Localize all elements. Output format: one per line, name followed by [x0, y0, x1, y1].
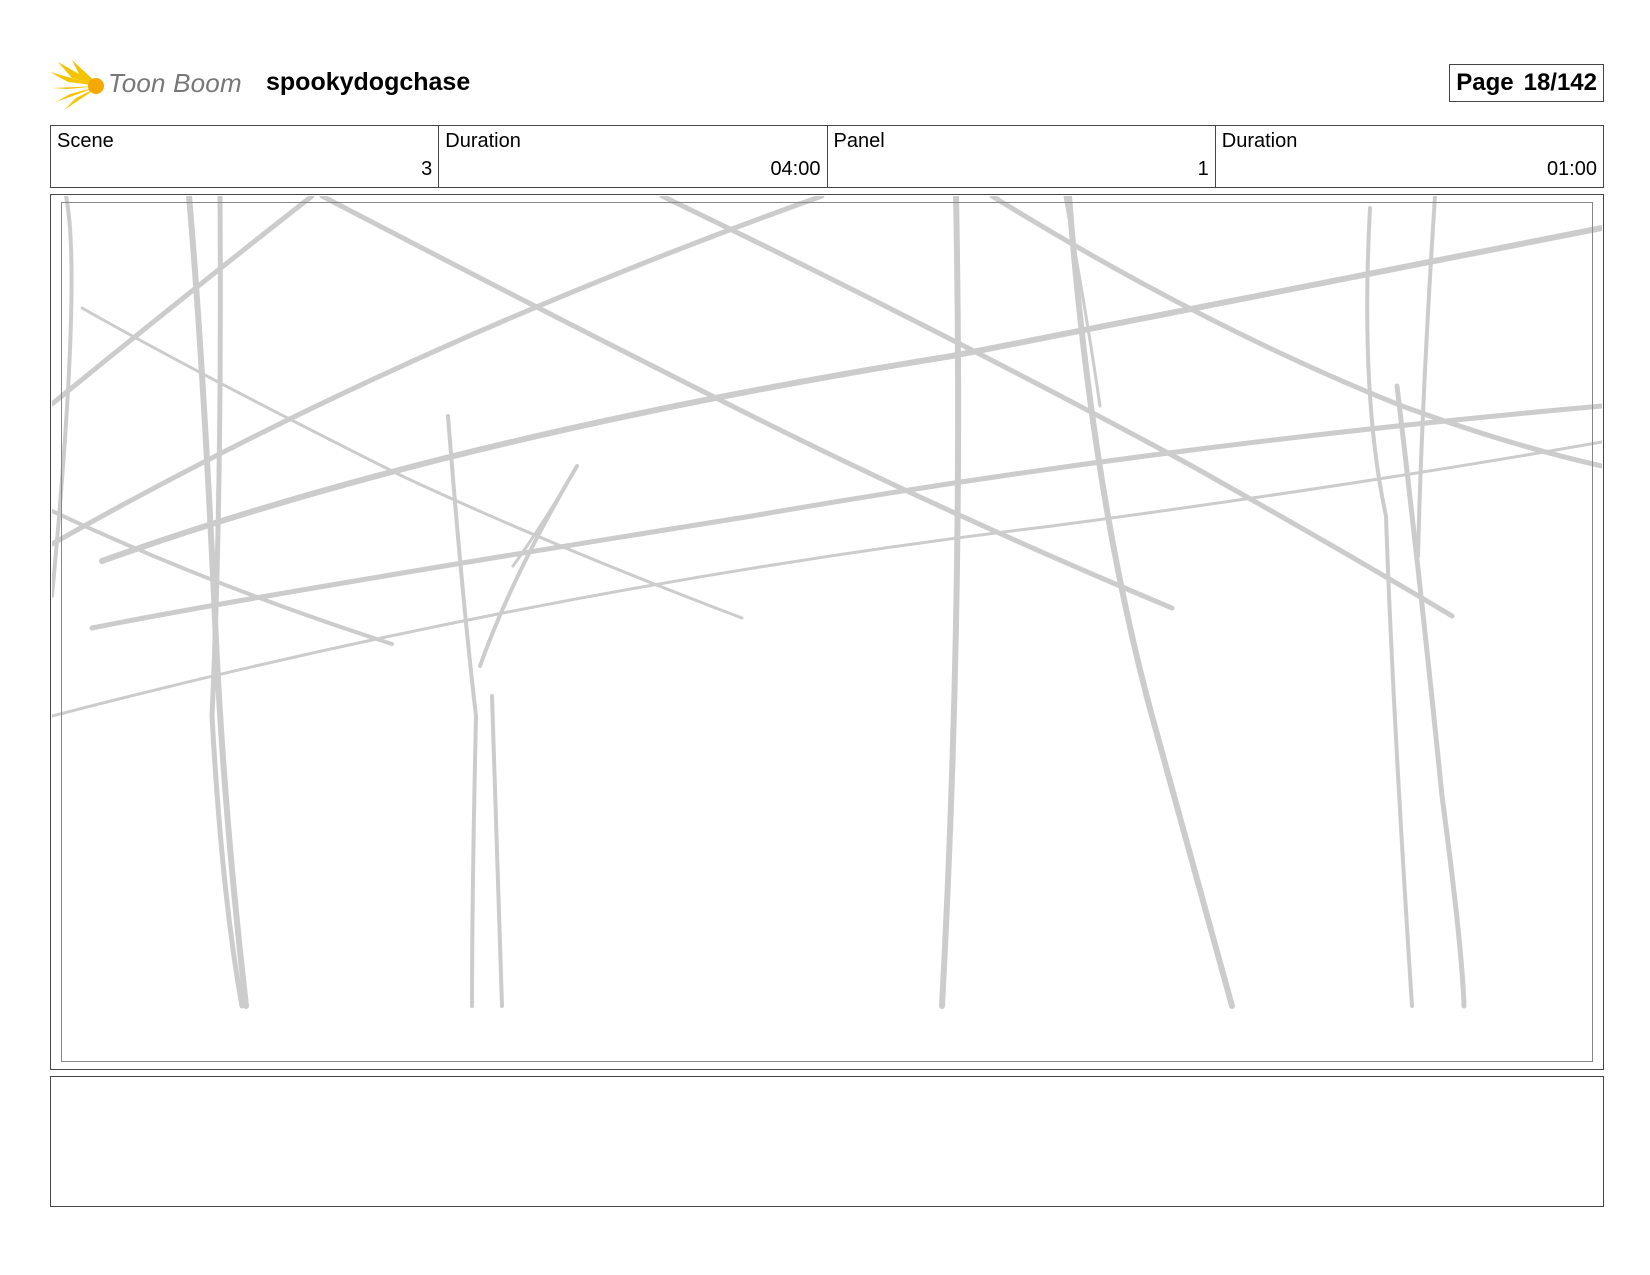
sketch-stroke — [52, 196, 74, 598]
sketch-stroke — [1365, 206, 1414, 1008]
project-title: spookydogchase — [266, 68, 471, 96]
sketch-stroke — [939, 196, 962, 1009]
sketch-stroke — [989, 196, 1602, 469]
page-indicator: Page 18/142 — [1449, 64, 1604, 102]
panel-duration-value: 01:00 — [1546, 158, 1597, 180]
page-label: Page — [1456, 69, 1514, 96]
panel-duration-label: Duration — [1221, 130, 1298, 152]
panel-safe-area — [61, 202, 1593, 1062]
sketch-stroke — [209, 196, 245, 1009]
panel-notes-box[interactable] — [50, 1076, 1604, 1207]
scene-value: 3 — [421, 158, 433, 180]
scene-duration-value: 04:00 — [770, 158, 821, 180]
scene-info-table: Scene 3 Duration 04:00 Panel 1 Duration … — [50, 125, 1604, 188]
storyboard-header: Toon Boom spookydogchase Page 18/142 — [50, 56, 1604, 112]
scene-cell: Scene 3 — [51, 126, 440, 187]
page-number: 18/142 — [1523, 69, 1597, 96]
sketch-stroke — [511, 464, 579, 568]
scene-duration-cell: Duration 04:00 — [439, 126, 828, 187]
sunburst-logo-icon — [50, 60, 104, 110]
sketch-stroke — [659, 196, 1455, 619]
sketch-stroke — [52, 196, 315, 407]
sketch-stroke — [52, 196, 825, 547]
sketch-stroke — [319, 196, 1175, 611]
sketch-stroke — [1066, 196, 1235, 1009]
scene-duration-label: Duration — [445, 130, 521, 152]
sketch-stroke — [1394, 383, 1467, 1009]
sketch-stroke — [89, 403, 1602, 631]
logo-text: Toon Boom — [108, 68, 242, 98]
scene-label: Scene — [57, 130, 114, 152]
panel-label: Panel — [833, 130, 885, 152]
panel-sketch-drawing — [52, 196, 1602, 1009]
sketch-stroke — [1063, 196, 1102, 408]
sketch-stroke — [446, 414, 479, 1008]
panel-value: 1 — [1197, 158, 1209, 180]
sketch-stroke — [1416, 196, 1437, 558]
panel-duration-cell: Duration 01:00 — [1216, 126, 1603, 187]
panel-frame — [50, 194, 1604, 1070]
toon-boom-logo: Toon Boom — [50, 56, 250, 112]
sketch-stroke — [80, 306, 744, 620]
panel-cell: Panel 1 — [828, 126, 1216, 187]
sketch-stroke — [490, 694, 504, 1008]
